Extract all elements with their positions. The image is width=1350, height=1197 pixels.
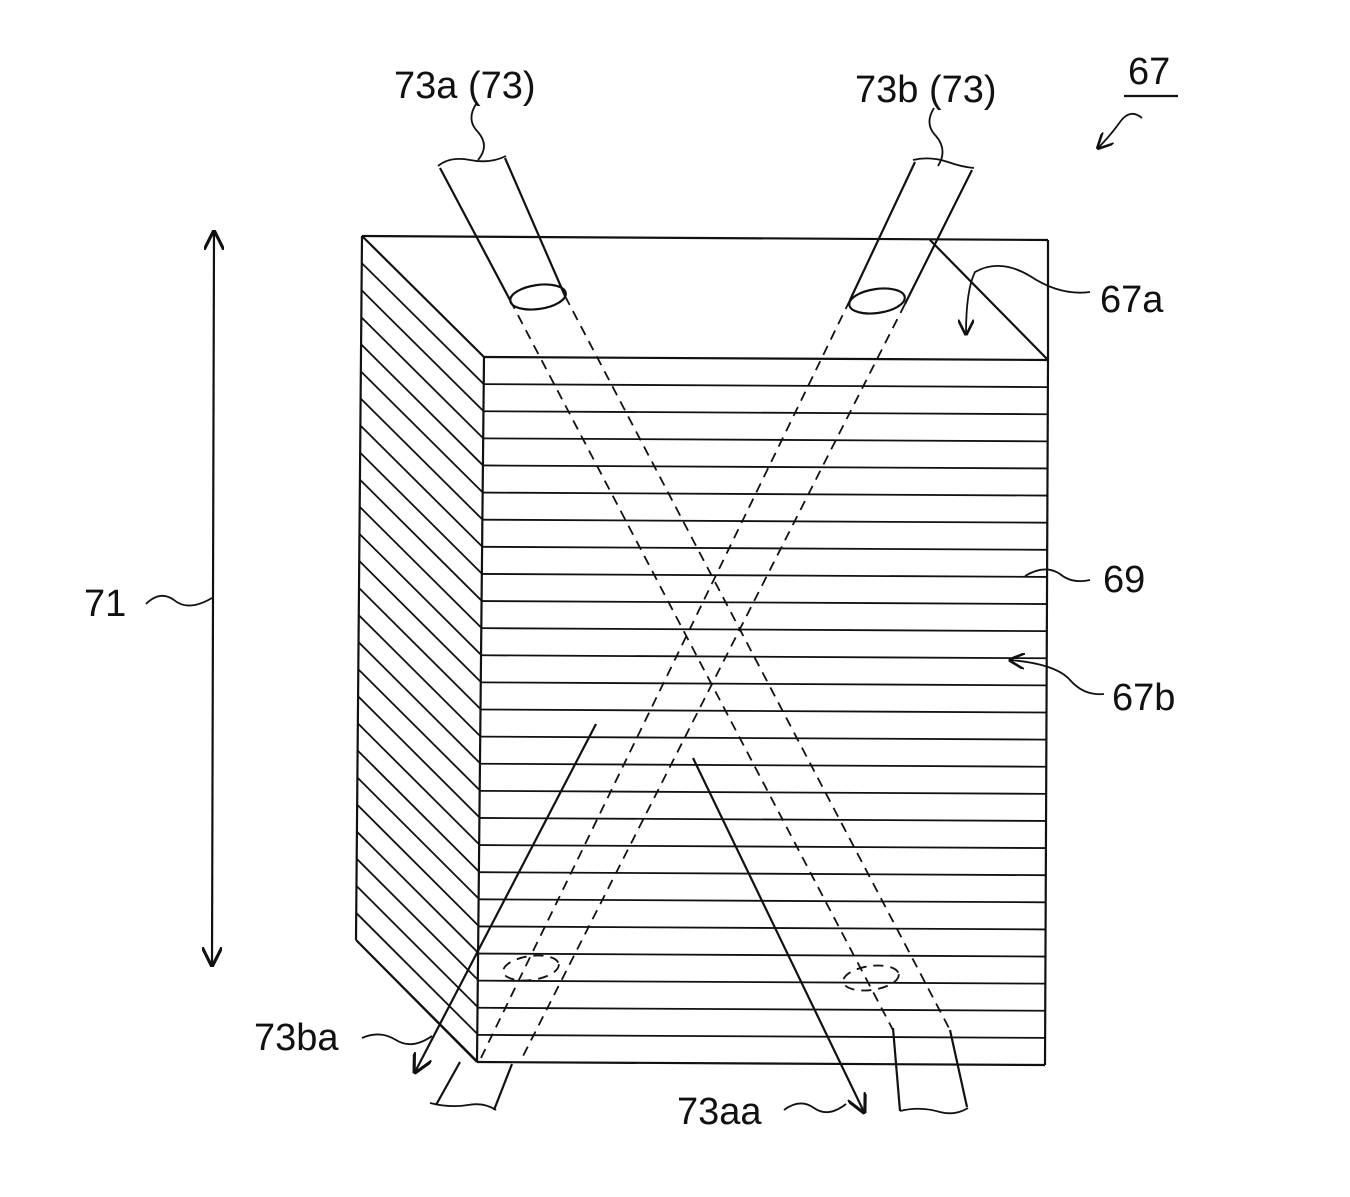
label-69: 69 [1103, 559, 1145, 601]
layer-line [481, 655, 1047, 658]
side-hatch-line [359, 561, 481, 682]
layer-line [481, 682, 1047, 685]
side-hatch-line [358, 723, 479, 844]
flow-arrow-73aa [693, 758, 864, 1112]
label-73aa: 73aa [677, 1091, 762, 1133]
side-hatch-line [362, 290, 484, 411]
leader-71 [146, 596, 212, 606]
leader-67a [966, 266, 1090, 334]
side-hatch-line [360, 507, 482, 628]
side-hatch-line [358, 696, 479, 817]
label-73a: 73a (73) [394, 65, 536, 107]
side-hatch-line [357, 832, 478, 953]
side-hatch-line [359, 615, 480, 736]
label-67a: 67a [1100, 279, 1164, 321]
side-hatch-line [359, 642, 480, 763]
layer-line [479, 818, 1046, 821]
layer-line [477, 1035, 1045, 1038]
label-67: 67 [1128, 51, 1170, 93]
side-hatch-line [360, 480, 482, 601]
leader-73a [471, 104, 484, 160]
side-hatch-line [358, 669, 479, 790]
stacked-layers [477, 384, 1048, 1038]
layer-line [479, 872, 1046, 875]
stacking-direction-arrow [212, 232, 214, 965]
layer-line [481, 710, 1047, 713]
layer-line [478, 981, 1046, 984]
leader-73aa [784, 1103, 846, 1112]
layer-line [482, 547, 1047, 550]
side-hatch-line [361, 344, 483, 465]
layer-line [478, 926, 1045, 929]
layer-line [482, 601, 1047, 604]
layer-line [478, 954, 1045, 957]
leader-67b [1010, 660, 1104, 694]
side-hatch-line [361, 398, 483, 519]
leader-73ba [362, 1034, 432, 1044]
side-hatch-line [357, 778, 478, 899]
side-hatch-line [359, 534, 481, 655]
side-hatch-line [361, 317, 483, 438]
layer-line [483, 493, 1048, 496]
side-face-hatching [356, 263, 484, 1088]
side-hatch-line [361, 371, 483, 492]
leader-69 [1025, 569, 1090, 581]
side-hatch-line [360, 453, 482, 574]
side-hatch-line [357, 859, 478, 980]
layer-line [481, 628, 1047, 631]
layer-line [483, 438, 1047, 441]
layer-line [480, 791, 1046, 794]
layer-line [482, 520, 1047, 523]
side-hatch-line [362, 263, 484, 384]
tube-73a [438, 156, 968, 1113]
layer-line [479, 845, 1046, 848]
side-hatch-line [356, 913, 477, 1034]
flow-arrow-73ba [415, 724, 596, 1072]
label-73ba: 73ba [254, 1017, 339, 1059]
layer-line [480, 764, 1046, 767]
layer-line [478, 1008, 1046, 1011]
ref-67: 67 [1098, 51, 1178, 148]
side-hatch-line [357, 805, 478, 926]
layer-line [480, 737, 1046, 740]
layer-line [482, 574, 1047, 577]
layer-line [483, 465, 1048, 468]
leader-73b [929, 108, 942, 166]
label-71: 71 [84, 583, 126, 625]
label-67b: 67b [1112, 677, 1175, 719]
label-73b: 73b (73) [855, 69, 997, 111]
side-hatch-line [359, 588, 481, 709]
layer-line [484, 384, 1048, 387]
side-hatch-line [360, 426, 482, 547]
side-hatch-line [358, 750, 479, 871]
